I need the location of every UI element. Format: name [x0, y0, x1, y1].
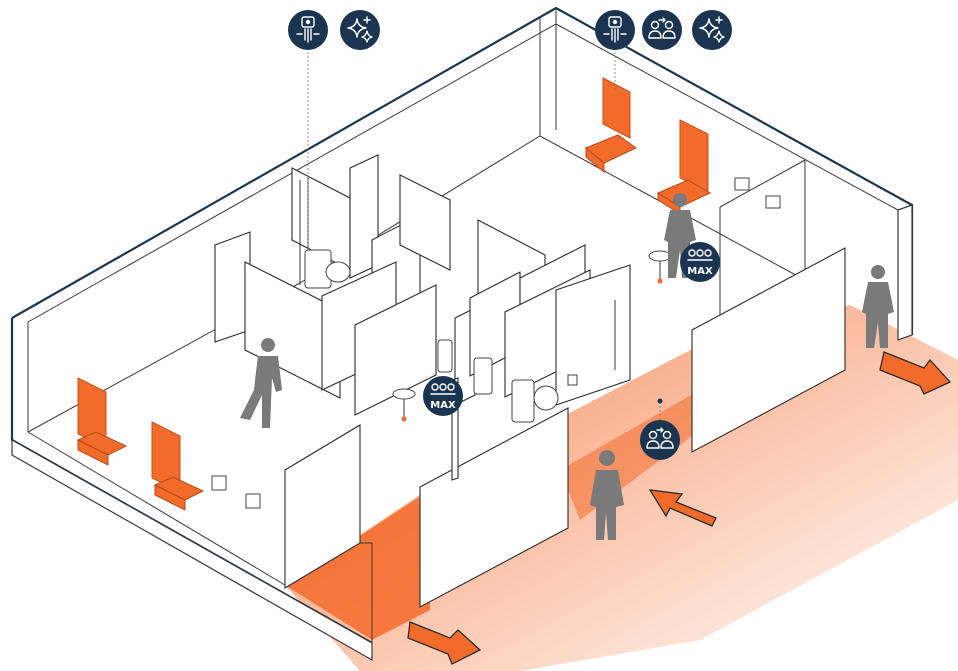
max-label: MAX [687, 266, 713, 277]
person-walking-left [240, 338, 282, 428]
dispenser [245, 493, 261, 509]
person-waiting [590, 450, 624, 540]
exit-arrow-right [879, 351, 952, 395]
badge-sanitize-left [340, 10, 380, 50]
stall-bank-center [454, 219, 631, 406]
badge-touchless-faucet-right [595, 10, 635, 50]
max-label: MAX [430, 400, 456, 411]
side-tables [392, 250, 672, 422]
badge-max-occupancy-center: MAX [423, 376, 463, 416]
sinks-and-mirrors [76, 77, 781, 511]
people [240, 193, 894, 540]
entry-arrow-center [648, 489, 717, 527]
dispenser [211, 475, 227, 491]
badge-touchless-faucet-left [288, 10, 328, 50]
exit-arrow-bottom [407, 621, 482, 665]
stall-bank-left [214, 154, 451, 416]
dispenser [734, 177, 750, 191]
badge-social-distance-top [642, 10, 682, 50]
mirror [602, 77, 631, 139]
direction-arrows [407, 351, 952, 665]
person-exiting-right [862, 265, 894, 348]
badge-sanitize-right [692, 10, 732, 50]
badge-max-occupancy-right: MAX [680, 242, 720, 282]
dispenser [765, 195, 781, 209]
badge-social-distance-center [640, 420, 680, 460]
fixtures [304, 249, 578, 423]
leader-lines [307, 48, 663, 422]
corridor-panels [419, 247, 846, 608]
left-entrance-panel [284, 424, 361, 589]
